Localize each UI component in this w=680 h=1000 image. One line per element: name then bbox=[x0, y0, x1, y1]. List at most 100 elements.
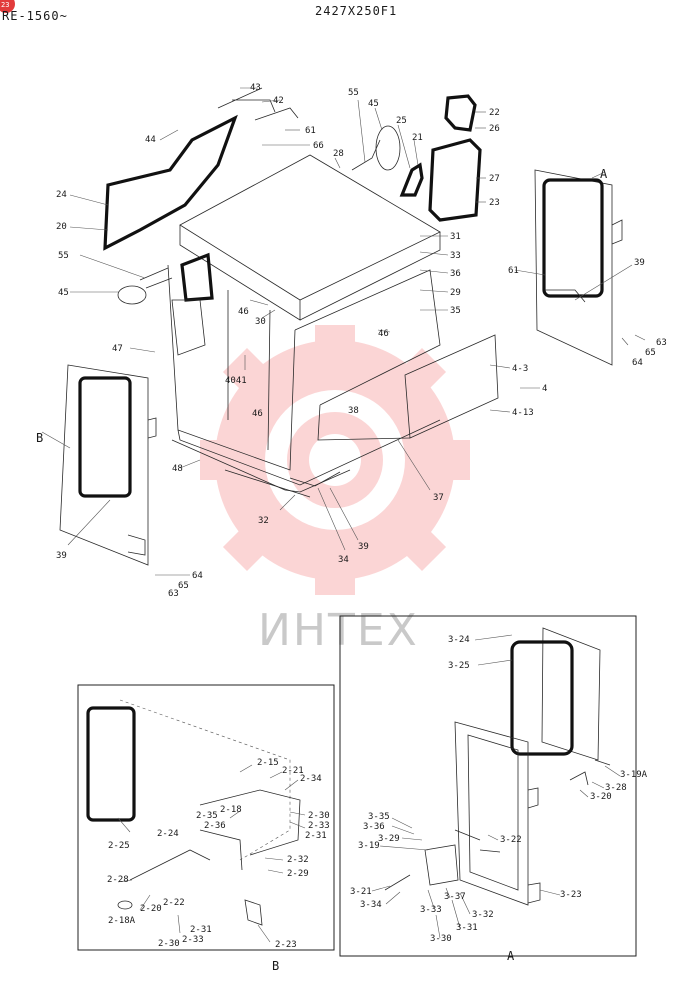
corner-badge-icon bbox=[0, 0, 15, 13]
callout-label: 3-22 bbox=[500, 835, 522, 845]
callout-label: 3-20 bbox=[590, 792, 612, 802]
callout-label: 3-36 bbox=[363, 822, 385, 832]
model-range: RE-1560~ bbox=[2, 9, 68, 23]
callout-label: 65 bbox=[178, 581, 189, 591]
detail-b-callouts: 2-15 2-21 2-34 2-18 2-30 2-35 2-36 2-33 … bbox=[107, 758, 330, 950]
callout-label: 66 bbox=[313, 141, 324, 151]
callout-label: 2-23 bbox=[275, 940, 297, 950]
callout-label: 39 bbox=[358, 542, 369, 552]
door-b-outline bbox=[59, 364, 157, 566]
callout-label: 35 bbox=[450, 306, 461, 316]
callout-label: 2-29 bbox=[287, 869, 309, 879]
callout-label: 2-34 bbox=[300, 774, 322, 784]
callout-label: 2-31 bbox=[190, 925, 212, 935]
callout-label: 42 bbox=[273, 96, 284, 106]
callout-label: 64 bbox=[632, 358, 643, 368]
callout-label: 43 bbox=[250, 83, 261, 93]
callout-label: 3-25 bbox=[448, 661, 470, 671]
callout-label: 3-29 bbox=[378, 834, 400, 844]
callout-label: 63 bbox=[656, 338, 667, 348]
callout-label: 26 bbox=[489, 124, 500, 134]
callout-label: 63 bbox=[168, 589, 179, 599]
callout-label: 4041 bbox=[225, 376, 247, 386]
callout-label: 47 bbox=[112, 344, 123, 354]
callout-label: 27 bbox=[489, 174, 500, 184]
callout-label: 38 bbox=[348, 406, 359, 416]
callout-label: 2-20 bbox=[140, 904, 162, 914]
callout-label: 61 bbox=[508, 266, 519, 276]
callout-label: 2-33 bbox=[308, 821, 330, 831]
callout-label: 31 bbox=[450, 232, 461, 242]
callout-label: 29 bbox=[450, 288, 461, 298]
callout-label: 39 bbox=[634, 258, 645, 268]
callout-label: 2-18 bbox=[220, 805, 242, 815]
watermark-gear-icon bbox=[200, 325, 470, 595]
callout-label: 2-30 bbox=[308, 811, 330, 821]
detail-b-view bbox=[77, 684, 335, 951]
callout-label: 36 bbox=[450, 269, 461, 279]
callout-label: 3-19A bbox=[620, 770, 648, 780]
corner-badge: 23 bbox=[1, 1, 9, 9]
callout-label: 3-37 bbox=[444, 892, 466, 902]
callout-label: 32 bbox=[258, 516, 269, 526]
callout-label: 3-34 bbox=[360, 900, 382, 910]
callout-label: 2-35 bbox=[196, 811, 218, 821]
callout-label: 34 bbox=[338, 555, 349, 565]
callout-label: 33 bbox=[450, 251, 461, 261]
callout-label: 64 bbox=[192, 571, 203, 581]
callout-label: 3-31 bbox=[456, 923, 478, 933]
callout-label: 4-3 bbox=[512, 364, 528, 374]
callout-label: 2-24 bbox=[157, 829, 179, 839]
callout-label: 2-21 bbox=[282, 766, 304, 776]
callout-label: 21 bbox=[412, 133, 423, 143]
callout-label: 46 bbox=[378, 329, 389, 339]
callout-label: 48 bbox=[172, 464, 183, 474]
callout-label: 37 bbox=[433, 493, 444, 503]
callout-label: 3-24 bbox=[448, 635, 470, 645]
detail-a-view bbox=[339, 615, 637, 957]
door-a-outline bbox=[534, 169, 623, 366]
callout-label: 22 bbox=[489, 108, 500, 118]
main-callouts: 43 42 61 66 44 55 45 25 21 22 26 27 23 2… bbox=[56, 83, 667, 599]
callout-label: 20 bbox=[56, 222, 67, 232]
callout-label: 2-31 bbox=[305, 831, 327, 841]
main-exploded-view bbox=[41, 87, 646, 576]
callout-label: 2-15 bbox=[257, 758, 279, 768]
callout-label: 46 bbox=[238, 307, 249, 317]
detail-b-title: B bbox=[272, 959, 280, 973]
callout-label: 2-22 bbox=[163, 898, 185, 908]
callout-label: 4-13 bbox=[512, 408, 534, 418]
callout-label: 23 bbox=[489, 198, 500, 208]
callout-label: 3-33 bbox=[420, 905, 442, 915]
detail-a-title: A bbox=[507, 949, 515, 963]
door-a-pointer: A bbox=[600, 167, 608, 181]
detail-a-callouts: 3-24 3-25 3-19A 3-28 3-20 3-35 3-36 3-29… bbox=[350, 635, 648, 944]
callout-label: 28 bbox=[333, 149, 344, 159]
callout-label: 3-32 bbox=[472, 910, 494, 920]
callout-label: 44 bbox=[145, 135, 156, 145]
callout-label: 2-36 bbox=[204, 821, 226, 831]
callout-label: 2-25 bbox=[108, 841, 130, 851]
callout-label: 3-30 bbox=[430, 934, 452, 944]
callout-label: 45 bbox=[58, 288, 69, 298]
callout-label: 3-21 bbox=[350, 887, 372, 897]
callout-label: 24 bbox=[56, 190, 67, 200]
callout-label: 3-19 bbox=[358, 841, 380, 851]
callout-label: 2-30 bbox=[158, 939, 180, 949]
callout-label: 3-23 bbox=[560, 890, 582, 900]
callout-label: 39 bbox=[56, 551, 67, 561]
callout-label: 3-28 bbox=[605, 783, 627, 793]
drawing-number: 2427X250F1 bbox=[315, 4, 397, 18]
watermark-text: ИНТЕХ bbox=[258, 605, 419, 656]
callout-label: 55 bbox=[58, 251, 69, 261]
callout-label: 65 bbox=[645, 348, 656, 358]
callout-label: 61 bbox=[305, 126, 316, 136]
callout-label: 2-33 bbox=[182, 935, 204, 945]
callout-label: 2-28 bbox=[107, 875, 129, 885]
door-b-pointer: B bbox=[36, 431, 44, 445]
callout-label: 2-18A bbox=[108, 916, 136, 926]
callout-label: 25 bbox=[396, 116, 407, 126]
callout-label: 46 bbox=[252, 409, 263, 419]
callout-label: 55 bbox=[348, 88, 359, 98]
